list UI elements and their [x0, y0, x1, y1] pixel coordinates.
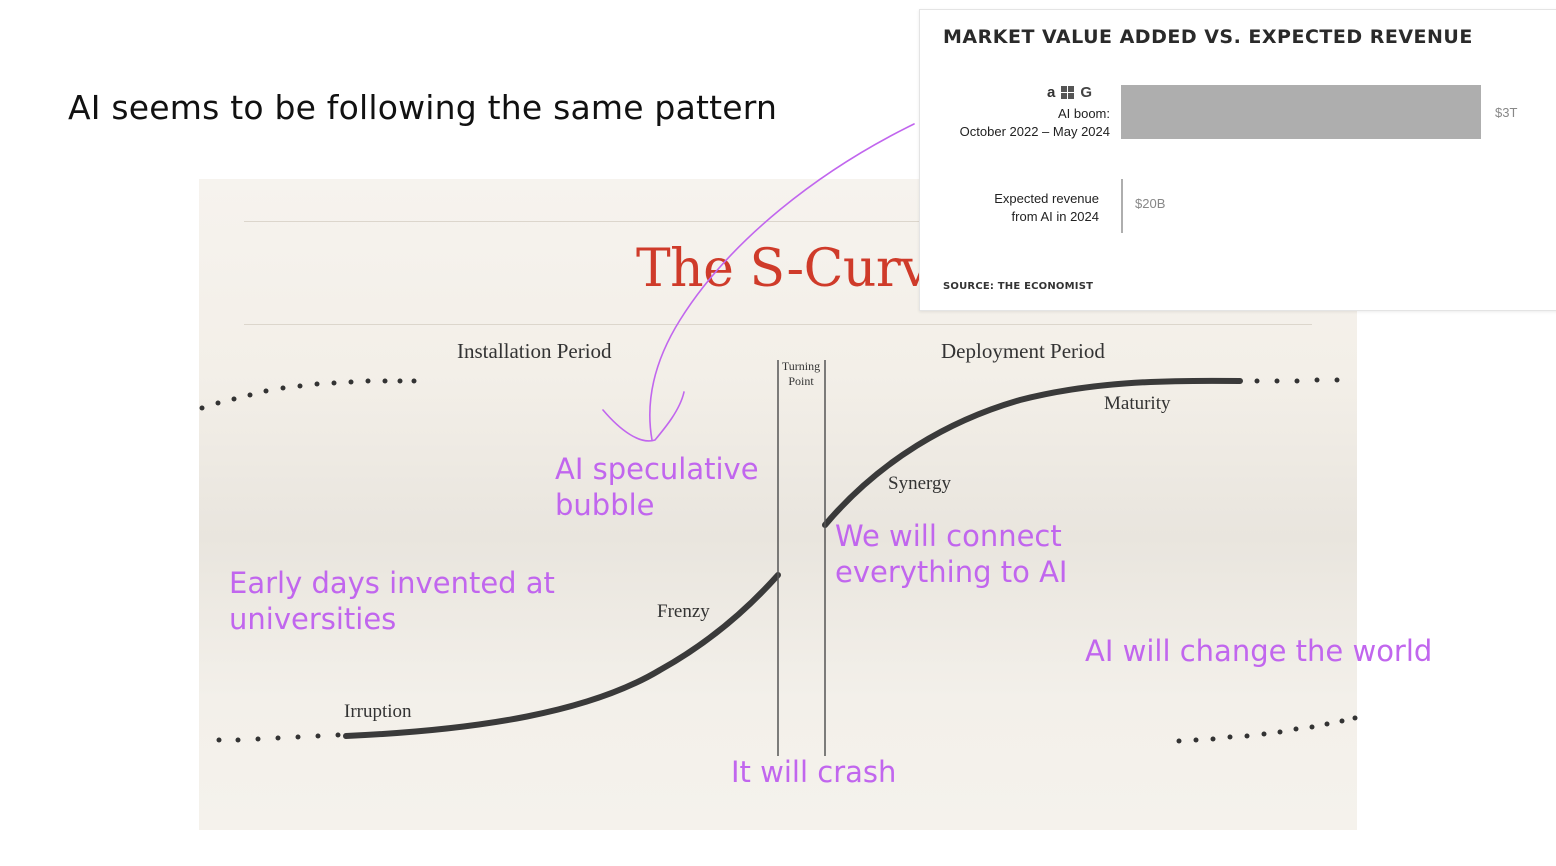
s-curve-deployment [822, 377, 1243, 528]
stage-irruption: Irruption [344, 701, 412, 722]
s-curve-installation [343, 572, 781, 739]
top-rule [244, 221, 1312, 222]
annotation-early-line-2: universities [229, 602, 397, 636]
chart-source: SOURCE: THE ECONOMIST [943, 281, 1094, 292]
company-logos: a G [1047, 84, 1092, 101]
annotation-early-days: Early days invented at universities [229, 565, 555, 637]
turning-point-label: Turning Point [777, 359, 825, 389]
dotted-trail-bottom-right [1176, 715, 1358, 744]
stage-frenzy: Frenzy [657, 601, 710, 622]
annotation-bubble-line-2: bubble [555, 488, 655, 522]
annotation-bubble-line-1: AI speculative [555, 452, 759, 486]
bar-expected-revenue [1121, 179, 1124, 233]
microsoft-logo-icon [1061, 86, 1075, 99]
annotation-crash: It will crash [731, 755, 897, 789]
bar-label-ai-boom: AI boom: October 2022 – May 2024 [960, 105, 1110, 141]
bar-label-ai-boom-line-2: October 2022 – May 2024 [959, 124, 1110, 139]
turning-point-line-1: Turning [781, 359, 821, 373]
slide-title: The S-Curve [636, 239, 960, 299]
amazon-logo-icon: a [1047, 84, 1056, 101]
deployment-period-label: Deployment Period [941, 339, 1105, 363]
economist-chart-card: MARKET VALUE ADDED VS. EXPECTED REVENUE … [919, 9, 1556, 311]
chart-title: MARKET VALUE ADDED VS. EXPECTED REVENUE [943, 26, 1473, 48]
dotted-trail-bottom-left [216, 732, 341, 743]
bar-label-expected-line-1: Expected revenue [994, 191, 1099, 206]
bottom-rule [244, 324, 1312, 325]
dotted-trail-top-right [1254, 377, 1340, 384]
dotted-trail-top-left [199, 378, 417, 411]
bar-label-expected-revenue: Expected revenue from AI in 2024 [994, 190, 1099, 226]
annotation-connect-line-1: We will connect [835, 519, 1062, 553]
bar-label-ai-boom-line-1: AI boom: [1057, 106, 1110, 121]
hand-drawn-arrowhead [602, 391, 685, 442]
installation-period-label: Installation Period [457, 339, 612, 363]
bar-label-expected-line-2: from AI in 2024 [1011, 209, 1099, 224]
stage-synergy: Synergy [888, 473, 951, 494]
annotation-connect: We will connect everything to AI [835, 518, 1067, 590]
slide-headline: AI seems to be following the same patter… [68, 88, 778, 127]
bar-ai-boom [1121, 85, 1481, 139]
annotation-connect-line-2: everything to AI [835, 555, 1068, 589]
hand-drawn-arrow [649, 123, 915, 441]
google-logo-icon: G [1080, 84, 1093, 101]
annotation-change-world: AI will change the world [1085, 634, 1433, 668]
stage-maturity: Maturity [1104, 393, 1171, 414]
bar-value-ai-boom: $3T [1495, 105, 1518, 120]
annotation-early-line-1: Early days invented at [229, 566, 555, 600]
annotation-bubble: AI speculative bubble [555, 451, 759, 523]
turning-point-line-2: Point [788, 374, 814, 388]
bar-value-expected-revenue: $20B [1135, 196, 1166, 211]
